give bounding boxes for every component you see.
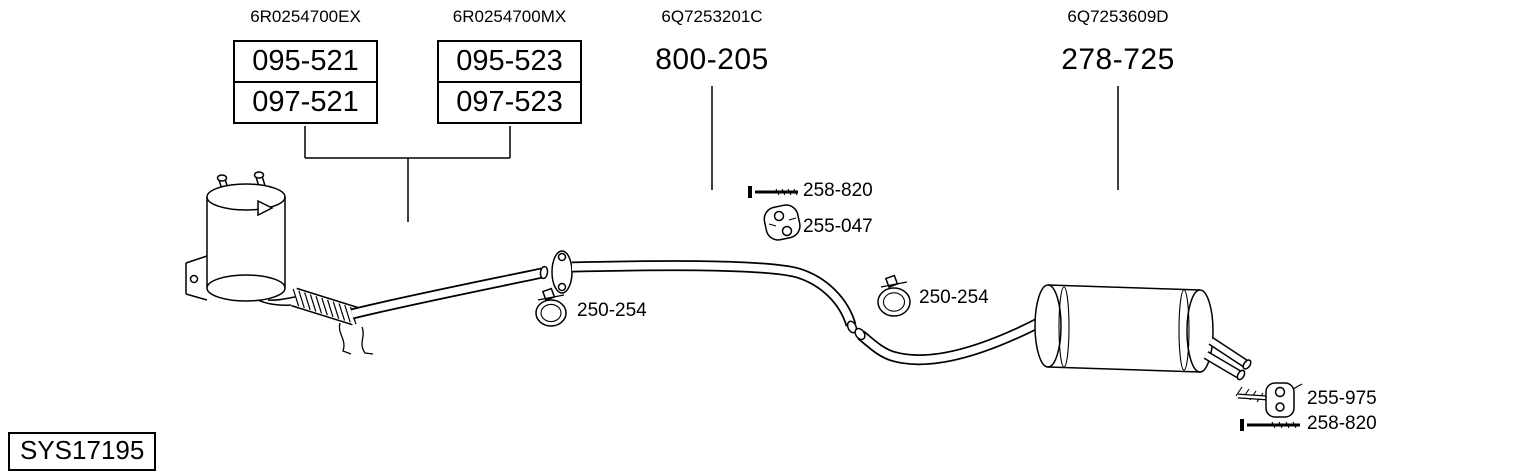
- clamp-rear-icon: [877, 274, 911, 317]
- flange-drawing: [551, 250, 573, 294]
- bolt-top-icon: [748, 186, 798, 198]
- bolt-bottom-icon: [1240, 419, 1300, 431]
- flex-pipe-drawing: [291, 287, 359, 326]
- leader-lines: [304, 86, 1119, 222]
- catalytic-converter-drawing: [185, 171, 296, 306]
- front-pipe-drawing: [350, 265, 549, 320]
- system-id-badge: SYS17195: [8, 432, 157, 471]
- oe-ref-4: 6Q7253609D: [1067, 7, 1169, 26]
- part-number-095-523: 095-523: [437, 40, 582, 83]
- rubber-mount-icon: [763, 204, 801, 241]
- oe-ref-3: 6Q7253201C: [661, 7, 763, 26]
- part-number-278-725: 278-725: [1061, 43, 1175, 76]
- sensor-wires-drawing: [338, 322, 374, 355]
- oe-ref-2: 6R0254700MX: [452, 7, 567, 26]
- part-group-1: 095-521 097-521: [233, 40, 378, 124]
- part-group-2: 095-523 097-523: [437, 40, 582, 124]
- rear-pipe-drawing: [854, 313, 1051, 366]
- part-number-800-205: 800-205: [655, 43, 769, 76]
- callout-hanger-bracket: 255-975: [1307, 388, 1377, 409]
- callout-clamp-front: 250-254: [577, 300, 647, 321]
- callout-bolt-bottom: 258-820: [1307, 413, 1377, 434]
- part-number-097-523: 097-523: [437, 81, 582, 124]
- clamp-front-icon: [535, 287, 567, 327]
- hanger-bracket-icon: [1235, 382, 1303, 418]
- callout-rubber-mount: 255-047: [803, 216, 873, 237]
- callout-bolt-top: 258-820: [803, 180, 873, 201]
- rear-muffler-drawing: [1034, 284, 1252, 381]
- callout-clamp-rear: 250-254: [919, 287, 989, 308]
- oe-ref-1: 6R0254700EX: [250, 7, 361, 26]
- part-number-095-521: 095-521: [233, 40, 378, 83]
- part-number-097-521: 097-521: [233, 81, 378, 124]
